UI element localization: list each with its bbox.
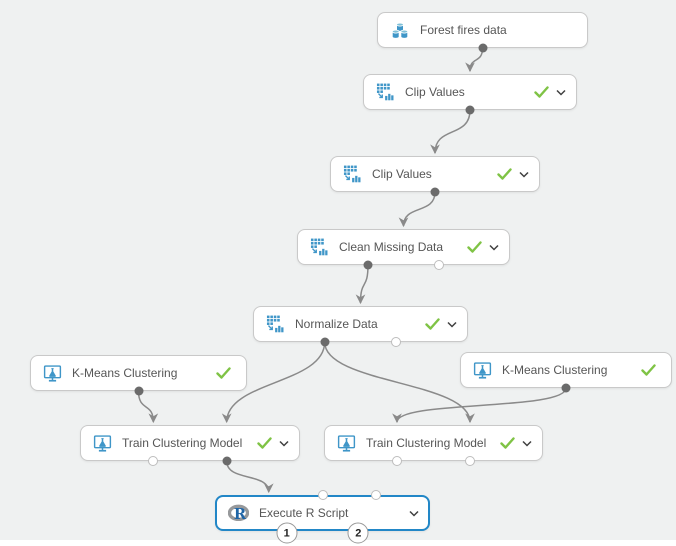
execute-r-script[interactable]: R Execute R Script — [215, 495, 430, 531]
connection-edge[interactable] — [221, 341, 326, 424]
r-icon: R — [228, 503, 249, 524]
output-port[interactable] — [561, 383, 571, 393]
normalize-data[interactable]: Normalize Data — [253, 306, 468, 342]
kmeans-clustering-right[interactable]: K-Means Clustering — [460, 352, 672, 388]
node-label: Train Clustering Model — [366, 436, 487, 450]
connection-edge[interactable] — [323, 341, 475, 424]
transform-icon — [310, 238, 329, 257]
output-port[interactable] — [363, 260, 373, 270]
output-port[interactable] — [320, 337, 330, 347]
connection-edge[interactable] — [137, 390, 159, 424]
status-check-icon — [500, 437, 515, 449]
node-label: K-Means Clustering — [72, 366, 178, 380]
node-label: Clean Missing Data — [339, 240, 444, 254]
canvas-bottom-edge — [0, 540, 676, 546]
status-check-icon — [425, 318, 440, 330]
output-port[interactable] — [465, 456, 475, 466]
transform-icon — [343, 165, 362, 184]
chevron-down-icon[interactable] — [407, 508, 419, 518]
model-icon — [473, 361, 492, 380]
output-port[interactable] — [478, 43, 487, 53]
node-label: Forest fires data — [420, 23, 507, 37]
input-port[interactable] — [317, 490, 328, 500]
status-check-icon — [467, 241, 482, 253]
transform-icon — [266, 315, 285, 334]
output-port[interactable] — [434, 260, 444, 270]
output-port[interactable] — [148, 456, 159, 466]
model-icon — [337, 434, 356, 453]
model-icon — [93, 434, 112, 453]
node-label: Clip Values — [372, 167, 432, 181]
transform-icon — [376, 83, 395, 102]
node-label: K-Means Clustering — [502, 363, 608, 377]
clean-missing-data[interactable]: Clean Missing Data — [297, 229, 510, 265]
output-port[interactable] — [134, 386, 143, 396]
chevron-down-icon[interactable] — [445, 319, 457, 329]
connection-edge[interactable] — [392, 387, 567, 424]
connection-edge[interactable] — [398, 191, 436, 228]
status-check-icon — [497, 168, 512, 180]
clip-values-2[interactable]: Clip Values — [330, 156, 540, 192]
output-port[interactable] — [222, 456, 232, 466]
output-port[interactable] — [430, 187, 440, 197]
train-clustering-model-right[interactable]: Train Clustering Model — [324, 425, 543, 461]
svg-text:R: R — [234, 506, 247, 523]
train-clustering-model-left[interactable]: Train Clustering Model — [80, 425, 300, 461]
node-label: Clip Values — [405, 85, 465, 99]
clip-values-1[interactable]: Clip Values — [363, 74, 577, 110]
node-label: Execute R Script — [259, 506, 349, 520]
output-port[interactable] — [465, 105, 475, 115]
status-check-icon — [641, 364, 656, 376]
model-icon — [43, 364, 62, 383]
chevron-down-icon[interactable] — [517, 169, 529, 179]
connection-edge[interactable] — [430, 109, 471, 155]
output-port[interactable]: 1 — [276, 522, 298, 544]
status-check-icon — [216, 367, 231, 379]
status-check-icon — [257, 437, 272, 449]
chevron-down-icon[interactable] — [487, 242, 499, 252]
chevron-down-icon[interactable] — [277, 438, 289, 448]
kmeans-clustering-left[interactable]: K-Means Clustering — [30, 355, 247, 391]
output-port[interactable] — [391, 337, 402, 347]
chevron-down-icon[interactable] — [554, 87, 566, 97]
output-port[interactable] — [391, 456, 402, 466]
dataset-icon — [390, 20, 410, 40]
node-label: Train Clustering Model — [122, 436, 243, 450]
input-port[interactable] — [371, 490, 382, 500]
connection-edge[interactable] — [225, 460, 274, 494]
connection-edge[interactable] — [355, 264, 369, 305]
node-label: Normalize Data — [295, 317, 378, 331]
chevron-down-icon[interactable] — [520, 438, 532, 448]
status-check-icon — [534, 86, 549, 98]
output-port[interactable]: 2 — [347, 522, 369, 544]
